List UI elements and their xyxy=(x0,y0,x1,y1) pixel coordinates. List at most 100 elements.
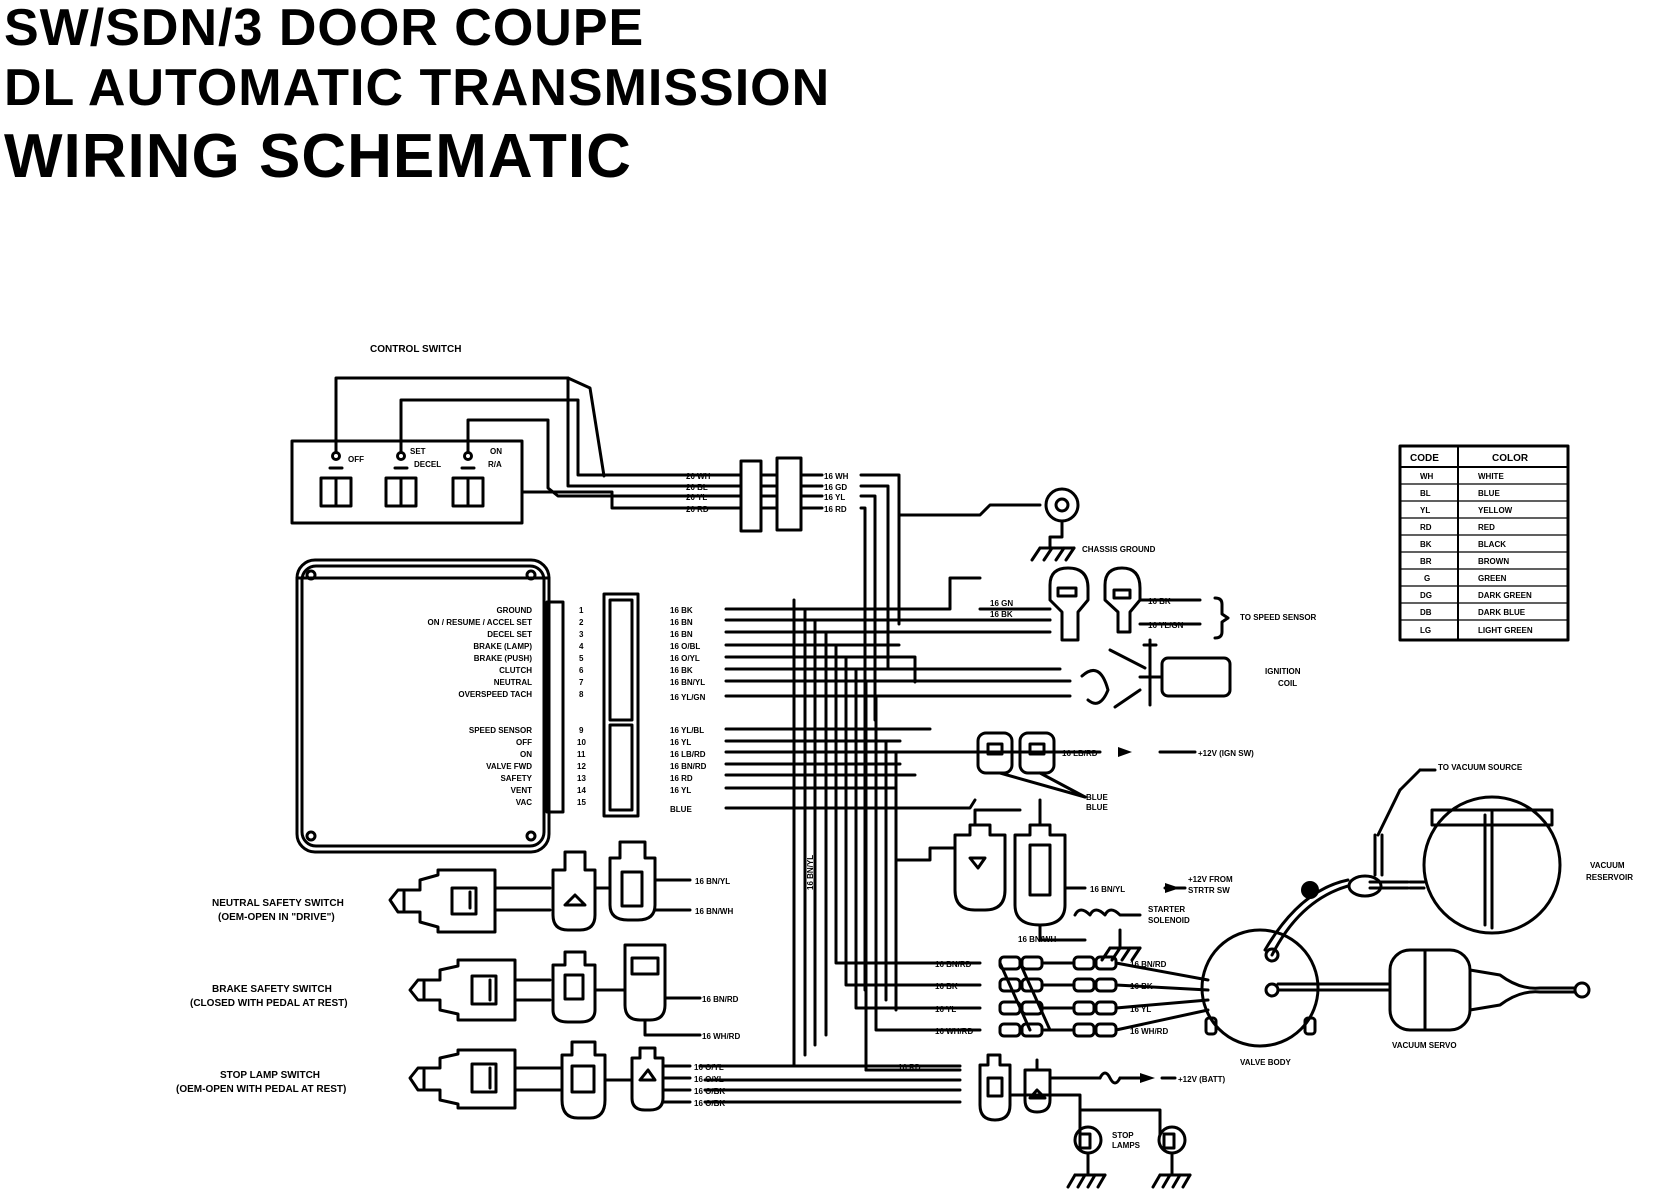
brake-switch-symbol xyxy=(408,943,702,1037)
valve-wire-right: 16 BN/RD xyxy=(1130,960,1167,969)
stop-wire-4: 16 O/BK xyxy=(694,1099,725,1108)
stop-lamps-label-2: LAMPS xyxy=(1112,1141,1141,1150)
speed-wire-right-2: 16 YL/GN xyxy=(1148,621,1184,630)
chassis-ground-label: CHASSIS GROUND xyxy=(1082,545,1156,554)
module-pin-connector xyxy=(545,592,640,818)
brake-switch-label: BRAKE SAFETY SWITCH xyxy=(212,984,332,995)
control-switch-buttons xyxy=(319,451,485,508)
color-table-frame xyxy=(1398,444,1570,642)
module-wire-label: BLUE xyxy=(670,805,692,814)
control-wire-left-1: 20 WH xyxy=(686,472,711,481)
module-pin-label: ON xyxy=(520,750,532,759)
speed-wire-left-2: 16 BK xyxy=(990,610,1013,619)
color-name: WHITE xyxy=(1478,472,1504,481)
module-wire-label: 16 YL/GN xyxy=(670,693,706,702)
module-pin-label: GROUND xyxy=(496,606,532,615)
pin-number: 15 xyxy=(577,798,586,807)
module-harness xyxy=(724,576,1077,810)
module-pin-label: SAFETY xyxy=(500,774,532,783)
module-pin-label: NEUTRAL xyxy=(494,678,532,687)
ign-power-label: +12V (IGN SW) xyxy=(1198,749,1254,758)
speed-sensor-label: TO SPEED SENSOR xyxy=(1240,613,1317,622)
module-pin-label: DECEL SET xyxy=(487,630,532,639)
pin-number: 6 xyxy=(579,666,584,675)
control-wire-right-2: 16 GD xyxy=(824,483,847,492)
control-wire-right-1: 16 WH xyxy=(824,472,849,481)
module-wire-label: 16 YL xyxy=(670,738,691,747)
coil-label: COIL xyxy=(1278,679,1297,688)
valve-wire-left: 16 BN/RD xyxy=(935,960,972,969)
brake-wire-1: 16 BN/RD xyxy=(702,995,739,1004)
module-wire-label: 16 O/BL xyxy=(670,642,700,651)
title-line-3: WIRING SCHEMATIC xyxy=(4,122,632,191)
stop-wire-3: 16 O/BK xyxy=(694,1087,725,1096)
color-code: DB xyxy=(1420,608,1432,617)
pin-number: 11 xyxy=(577,750,586,759)
ign-blue-label-2: BLUE xyxy=(1086,803,1108,812)
valve-wire-right: 16 WH/RD xyxy=(1130,1027,1168,1036)
color-name: YELLOW xyxy=(1478,506,1513,515)
pin-number: 2 xyxy=(579,618,584,627)
pin-number: 13 xyxy=(577,774,586,783)
valve-wire-left: 16 YL xyxy=(935,1005,956,1014)
pin-number: 10 xyxy=(577,738,586,747)
module-pin-label: CLUTCH xyxy=(499,666,532,675)
color-code: RD xyxy=(1420,523,1432,532)
color-code: DG xyxy=(1420,591,1432,600)
stop-lamp-switch-symbol xyxy=(408,1040,692,1120)
cruise-module-housing xyxy=(295,558,551,854)
color-table-header-code: CODE xyxy=(1410,453,1439,464)
arrow-starter-icon xyxy=(1165,883,1180,893)
stop-switch-label: STOP LAMP SWITCH xyxy=(220,1070,320,1081)
pin-number: 12 xyxy=(577,762,586,771)
vacuum-source-label: TO VACUUM SOURCE xyxy=(1438,763,1523,772)
module-wire-label: 16 BK xyxy=(670,606,693,615)
color-name: BROWN xyxy=(1478,557,1509,566)
starter-from-label-1: +12V FROM xyxy=(1188,875,1233,884)
color-name: DARK BLUE xyxy=(1478,608,1526,617)
control-switch-label: CONTROL SWITCH xyxy=(370,344,461,355)
speed-wire-right-1: 16 BK xyxy=(1148,597,1171,606)
starter-from-label-2: STRTR SW xyxy=(1188,886,1230,895)
color-code: G xyxy=(1424,574,1430,583)
module-pin-label: BRAKE (LAMP) xyxy=(473,642,532,651)
brake-wire-2: 16 WH/RD xyxy=(702,1032,740,1041)
speed-sensor-connector xyxy=(978,566,1230,642)
pin-number: 8 xyxy=(579,690,584,699)
valve-wire-left: 16 BK xyxy=(935,982,958,991)
stop-lamp-circuit xyxy=(698,1053,1192,1189)
stop-lamps-label-1: STOP xyxy=(1112,1131,1134,1140)
vacuum-reservoir-label-2: RESERVOIR xyxy=(1586,873,1633,882)
neutral-switch-note: (OEM-OPEN IN "DRIVE") xyxy=(218,912,335,923)
harness-trunk xyxy=(792,598,898,1072)
control-wire-right-4: 16 RD xyxy=(824,505,847,514)
module-wire-label: 16 BK xyxy=(670,666,693,675)
switch-on-label: ON xyxy=(490,447,502,456)
vacuum-reservoir-symbol xyxy=(1263,768,1562,957)
stop-wire-1: 16 O/YL xyxy=(694,1063,724,1072)
control-wire-left-2: 20 BL xyxy=(686,483,708,492)
module-wire-label: 16 LB/RD xyxy=(670,750,706,759)
switch-set-label: SET xyxy=(410,447,426,456)
valve-wire-left: 16 WH/RD xyxy=(935,1027,973,1036)
vacuum-reservoir-label-1: VACUUM xyxy=(1590,861,1625,870)
starter-connector xyxy=(894,798,1187,962)
pin-number: 7 xyxy=(579,678,584,687)
stop-rd-wire-label: 16 RD xyxy=(898,1063,921,1072)
ign-wire-label: 16 LB/RD xyxy=(1062,749,1098,758)
color-name: GREEN xyxy=(1478,574,1507,583)
module-wire-label: 16 RD xyxy=(670,774,693,783)
color-code: WH xyxy=(1420,472,1434,481)
valve-wire-right: 16 YL xyxy=(1130,1005,1151,1014)
switch-ra-label: R/A xyxy=(488,460,502,469)
pin-number: 3 xyxy=(579,630,584,639)
starter-solenoid-1: STARTER xyxy=(1148,905,1185,914)
pin-number: 14 xyxy=(577,786,586,795)
module-wire-label: 16 BN/YL xyxy=(670,678,705,687)
color-name: BLACK xyxy=(1478,540,1506,549)
color-code: BR xyxy=(1420,557,1432,566)
stop-wire-2: 16 O/YL xyxy=(694,1075,724,1084)
pin-number: 9 xyxy=(579,726,584,735)
module-pin-label: VENT xyxy=(511,786,532,795)
